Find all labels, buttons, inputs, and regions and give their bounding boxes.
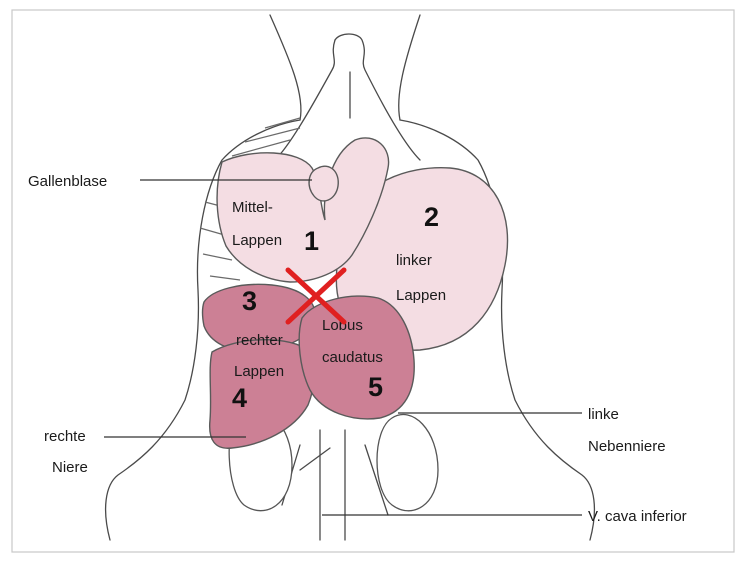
label-linke: linke xyxy=(588,406,619,423)
caudate-lobe-number: 5 xyxy=(368,372,383,402)
middle-lobe-label-2: Lappen xyxy=(232,232,282,249)
left-lobe-label-2: Lappen xyxy=(396,287,446,304)
right-lobe-number-lower: 4 xyxy=(232,383,247,413)
spine-vessels xyxy=(282,430,388,540)
middle-lobe-label-1: Mittel- xyxy=(232,199,273,216)
right-lobe-lower xyxy=(210,340,315,449)
left-lobe-label-1: linker xyxy=(396,252,432,269)
label-gallenblase: Gallenblase xyxy=(28,173,107,190)
gallbladder xyxy=(309,166,338,201)
right-lobe-number-upper: 3 xyxy=(242,286,257,316)
caudate-lobe-label-2: caudatus xyxy=(322,349,383,366)
label-rechte: rechte xyxy=(44,428,86,445)
label-vcava: V. cava inferior xyxy=(588,508,687,525)
right-lobe-label-1: rechter xyxy=(236,332,283,349)
left-kidney xyxy=(377,415,438,511)
label-niere: Niere xyxy=(52,459,88,476)
right-lobe-label-2: Lappen xyxy=(234,363,284,380)
middle-lobe-number: 1 xyxy=(304,226,319,256)
left-lobe-number: 2 xyxy=(424,202,439,232)
label-nebenniere: Nebenniere xyxy=(588,438,666,455)
